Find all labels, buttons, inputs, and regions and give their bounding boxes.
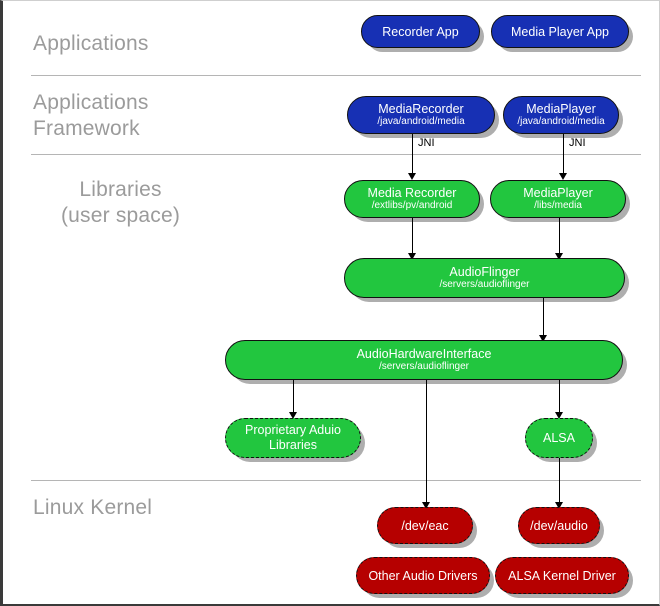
node-subtitle: /java/android/media [377,116,465,127]
layer-label-libraries: Libraries (user space) [60,178,181,227]
edge-alsa-to-dev-audio [559,458,560,505]
divider-framework [31,154,641,155]
edge-media-recorder-jni-arrow [408,173,416,180]
node-subtitle: /extlibs/pv/android [371,200,453,211]
edge-recorder-to-audioflinger-arrow [408,253,416,260]
node-media-player-framework[interactable]: MediaPlayer /java/android/media [503,96,619,134]
node-other-audio-drivers[interactable]: Other Audio Drivers [356,557,490,594]
node-title: /dev/eac [401,518,449,533]
edge-recorder-to-audioflinger [412,218,413,256]
edge-alsa-to-dev-audio-arrow [555,502,563,509]
node-audio-hardware-interface[interactable]: AudioHardwareInterface /servers/audiofli… [225,340,623,380]
layer-label-linux-kernel: Linux Kernel [33,496,153,519]
node-alsa-kernel-driver[interactable]: ALSA Kernel Driver [495,557,629,594]
node-title: AudioHardwareInterface [356,347,492,361]
edge-media-player-jni [563,134,564,176]
node-subtitle: /libs/media [534,200,582,211]
edge-player-to-audioflinger-arrow [555,253,563,260]
edge-hardware-to-proprietary-arrow [289,412,297,419]
edge-hardware-to-dev-eac [426,380,427,505]
node-dev-audio[interactable]: /dev/audio [518,507,600,544]
node-title: AudioFlinger [449,265,520,279]
node-subtitle: /servers/audioflinger [439,279,530,290]
divider-applications [31,75,641,76]
node-audio-flinger[interactable]: AudioFlinger /servers/audioflinger [344,258,625,298]
edge-player-to-audioflinger [559,218,560,256]
node-dev-eac[interactable]: /dev/eac [377,507,473,544]
node-media-recorder-library[interactable]: Media Recorder /extlibs/pv/android [344,180,480,218]
node-recorder-app[interactable]: Recorder App [361,15,480,48]
node-alsa[interactable]: ALSA [525,418,593,458]
layer-label-applications-framework: Applications Framework [33,91,149,140]
node-title: ALSA [543,431,575,445]
node-media-player-library[interactable]: MediaPlayer /libs/media [490,180,626,218]
edge-hardware-to-proprietary [293,380,294,415]
node-title: MediaPlayer [526,102,596,116]
divider-libraries [31,480,641,481]
layer-label-applications: Applications [33,32,149,55]
node-title: Media Recorder [367,186,457,200]
node-title: ALSA Kernel Driver [508,568,616,583]
node-title: MediaRecorder [378,102,464,116]
node-subtitle: /java/android/media [517,116,605,127]
edge-media-player-jni-arrow [559,173,567,180]
node-title: /dev/audio [530,518,588,533]
edge-media-recorder-jni [412,134,413,176]
node-title: Recorder App [382,24,459,39]
node-proprietary-audio-libraries[interactable]: Proprietary Aduio Libraries [225,418,361,458]
edge-audioflinger-to-hardware-arrow [539,335,547,342]
edge-hardware-to-alsa-arrow [555,412,563,419]
jni-label-left: JNI [418,137,435,149]
edge-audioflinger-to-hardware [543,298,544,338]
node-title: MediaPlayer [523,186,593,200]
edge-hardware-to-alsa [559,380,560,415]
node-title: Media Player App [511,24,609,39]
edge-hardware-to-dev-eac-arrow [422,502,430,509]
node-title: Other Audio Drivers [368,568,478,583]
jni-label-right: JNI [569,137,586,149]
node-title: Proprietary Aduio Libraries [245,423,341,452]
node-subtitle: /servers/audioflinger [378,361,470,372]
node-media-player-app[interactable]: Media Player App [491,15,629,48]
node-media-recorder-framework[interactable]: MediaRecorder /java/android/media [347,96,495,134]
